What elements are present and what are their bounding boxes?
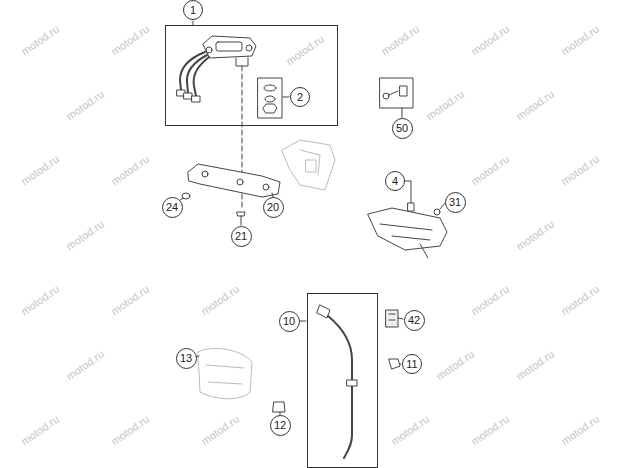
callout-circle: 11 [402,354,422,374]
callout-number: 13 [177,349,196,368]
watermark: motod.ru [284,33,326,68]
wire-connector [184,93,192,99]
leader-line [398,318,403,319]
cover-part [198,348,252,398]
watermark: motod.ru [19,153,61,188]
bolt [408,203,414,211]
watermark: motod.ru [514,88,556,123]
bracket-hole [263,184,269,190]
nut [263,104,277,113]
callout-number: 42 [405,311,424,330]
callout-circle: 50 [392,118,413,139]
frame-structure [300,150,320,175]
bracket-hole [237,179,243,185]
watermark: motod.ru [514,348,556,383]
callout-number: 50 [393,119,412,138]
lock-cylinder [400,86,407,96]
leader-line [283,97,289,98]
watermark: motod.ru [559,23,601,58]
watermark: motod.ru [559,153,601,188]
wire-connector [192,96,200,102]
watermark: motod.ru [424,88,466,123]
instrument-knob [206,47,212,53]
key-bow [383,93,389,99]
callout-circle: 31 [445,192,466,213]
screw-shank [241,216,242,225]
relay [386,310,398,327]
watermark: motod.ru [199,413,241,448]
watermark: motod.ru [389,413,431,448]
part-group-frame: 10 [307,293,378,468]
callout-circle: 20 [263,197,284,218]
callout-number: 24 [163,198,182,217]
watermark: motod.ru [109,283,151,318]
callout-circle: 12 [270,415,291,436]
callout-circle: 2 [290,87,310,107]
small-part [434,209,440,215]
callout-number: 1 [183,0,203,20]
wire [194,57,209,96]
leader-line [299,321,306,322]
watermark: motod.ru [109,153,151,188]
washer [264,85,276,91]
instrument-display [216,42,242,51]
instrument-stem [236,58,248,66]
watermark: motod.ru [559,283,601,318]
instrument-cluster [203,36,256,58]
switch-assembly [368,208,447,250]
callout-number: 4 [386,172,404,190]
leader-line [402,108,403,118]
relay-detail [389,314,395,320]
watermark: motod.ru [64,218,106,253]
watermark: motod.ru [469,413,511,448]
callout-circle: 21 [231,226,252,247]
screw-head [237,212,245,216]
watermark: motod.ru [19,413,61,448]
frame-structure [282,140,335,190]
watermark: motod.ru [379,23,421,58]
callout-number: 20 [264,198,283,217]
watermark: motod.ru [109,23,151,58]
watermark: motod.ru [469,23,511,58]
watermark: motod.ru [19,283,61,318]
callout-circle: 4 [385,171,405,191]
cable [328,316,352,458]
callout-number: 10 [279,311,300,332]
leader-line [400,364,401,365]
assembly-detail [380,224,432,240]
watermark: motod.ru [469,153,511,188]
frame-structure [306,160,316,172]
bracket [188,164,280,197]
o-ring [265,96,275,102]
leader-line [405,181,411,205]
callout-number: 2 [291,88,309,106]
wire [420,244,428,258]
callout-number: 31 [446,193,465,212]
watermark: motod.ru [109,413,151,448]
callout-circle: 13 [176,348,197,369]
callout-number: 12 [271,416,290,435]
watermark: motod.ru [64,348,106,383]
watermark: motod.ru [199,283,241,318]
callout-circle: 24 [162,197,183,218]
watermark: motod.ru [559,413,601,448]
cover-detail [206,365,244,384]
cable-clip [347,380,357,386]
watermark: motod.ru [434,348,476,383]
callout-number: 11 [403,355,421,373]
key-blade [389,91,398,95]
callout-circle: 42 [404,310,425,331]
watermark: motod.ru [469,283,511,318]
lock-set-box [380,78,413,108]
watermark: motod.ru [64,88,106,123]
grommet [273,402,285,412]
clip [389,359,400,369]
watermark: motod.ru [514,218,556,253]
small-parts-box [258,78,282,118]
callout-number: 21 [232,227,251,246]
watermark: motod.ru [19,23,61,58]
instrument-knob [246,45,252,51]
bracket-hole [202,171,208,177]
